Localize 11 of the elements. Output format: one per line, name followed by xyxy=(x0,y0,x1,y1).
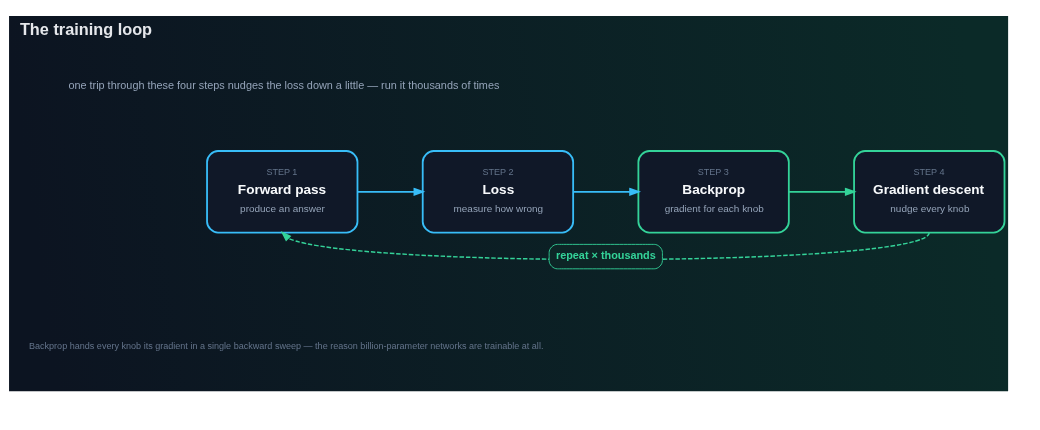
label: one trip through these four steps nudges the loss down a little — run it thousands of times xyxy=(68,78,500,91)
diagram-title: The training loop xyxy=(19,20,153,39)
edge-label: repeat × thousands xyxy=(555,248,656,261)
arrow xyxy=(572,187,641,196)
arrow xyxy=(356,187,426,196)
node-box: STEP 2 Loss measure how wrong xyxy=(421,150,575,234)
node-box: STEP 1 Forward pass produce an answer xyxy=(206,150,359,234)
node-box: STEP 3 Backprop gradient for each knob xyxy=(637,150,790,234)
arrow xyxy=(788,187,857,196)
node-box: STEP 4 Gradient descent nudge every knob xyxy=(853,150,1006,234)
caption: Backprop hands every knob its gradient in a single backward sweep — the reason billion-parameter networks are trainable at all. xyxy=(28,341,544,352)
